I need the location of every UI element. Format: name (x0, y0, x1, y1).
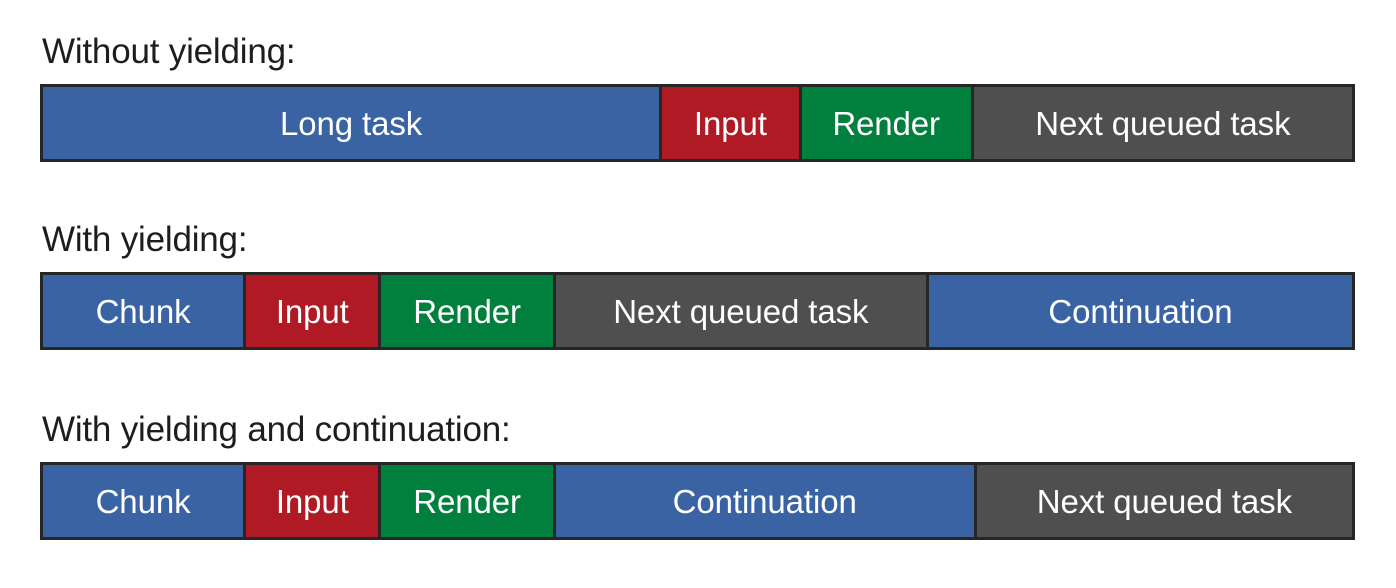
timeline-segment-chunk: Chunk (43, 275, 247, 347)
timeline-caption: With yielding: (42, 220, 248, 259)
timeline-segment-render: Render (801, 87, 974, 159)
timeline-bar: Chunk Input Render Next queued task Cont… (40, 272, 1355, 350)
timeline-segment-next-queued-task: Next queued task (973, 87, 1352, 159)
timeline-segment-render: Render (381, 275, 556, 347)
timeline-segment-input: Input (246, 465, 382, 537)
timeline-segment-input: Input (246, 275, 382, 347)
timeline-segment-continuation: Continuation (928, 275, 1352, 347)
timeline-caption: With yielding and continuation: (42, 410, 511, 449)
timeline-segment-input: Input (662, 87, 802, 159)
timeline-group-with-yielding-and-continuation: With yielding and continuation: Chunk In… (40, 408, 1355, 540)
timeline-group-with-yielding: With yielding: Chunk Input Render Next q… (40, 218, 1355, 350)
timeline-segment-render: Render (381, 465, 556, 537)
timeline-bar: Chunk Input Render Continuation Next que… (40, 462, 1355, 540)
timeline-segment-next-queued-task: Next queued task (555, 275, 929, 347)
timeline-segment-chunk: Chunk (43, 465, 247, 537)
timeline-group-without-yielding: Without yielding: Long task Input Render… (40, 30, 1355, 162)
timeline-segment-long-task: Long task (43, 87, 663, 159)
timeline-segment-continuation: Continuation (555, 465, 977, 537)
timeline-caption: Without yielding: (42, 32, 296, 71)
timeline-bar: Long task Input Render Next queued task (40, 84, 1355, 162)
timeline-segment-next-queued-task: Next queued task (976, 465, 1352, 537)
